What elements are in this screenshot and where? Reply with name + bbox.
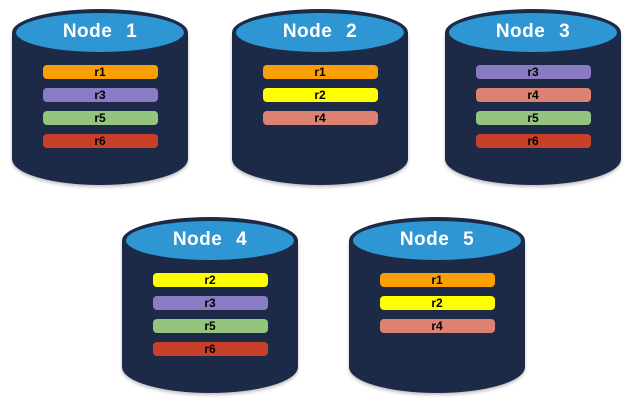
database-node-3: Node 3 r3 r4 r5 r6 bbox=[445, 9, 621, 187]
replica-bar-r1: r1 bbox=[262, 65, 378, 79]
node-label: Node 2 bbox=[282, 21, 358, 42]
replica-bar-r4: r4 bbox=[262, 111, 378, 125]
database-node-5: Node 5 r1 r2 r4 bbox=[349, 217, 525, 395]
database-node-2: Node 2 r1 r2 r4 bbox=[232, 9, 408, 187]
cylinder-top: Node 5 bbox=[349, 217, 525, 264]
replica-bar-list: r1 r2 r4 bbox=[232, 65, 408, 125]
replica-bar-r2: r2 bbox=[379, 296, 495, 310]
cylinder-body bbox=[122, 240, 298, 393]
cylinder-top: Node 2 bbox=[232, 9, 408, 56]
replica-bar-r4: r4 bbox=[475, 88, 591, 102]
cylinder-body bbox=[232, 32, 408, 185]
replica-bar-list: r1 r3 r5 r6 bbox=[12, 65, 188, 148]
replica-bar-list: r2 r3 r5 r6 bbox=[122, 273, 298, 356]
node-label: Node 5 bbox=[399, 229, 475, 250]
node-label: Node 1 bbox=[62, 21, 138, 42]
replica-bar-list: r1 r2 r4 bbox=[349, 273, 525, 333]
replica-bar-r6: r6 bbox=[42, 134, 158, 148]
cylinder-top: Node 3 bbox=[445, 9, 621, 56]
replica-bar-r3: r3 bbox=[152, 296, 268, 310]
replica-bar-r1: r1 bbox=[379, 273, 495, 287]
cylinder-top: Node 1 bbox=[12, 9, 188, 56]
cylinder-body bbox=[445, 32, 621, 185]
replica-bar-r5: r5 bbox=[475, 111, 591, 125]
replica-bar-r5: r5 bbox=[152, 319, 268, 333]
replica-bar-r3: r3 bbox=[475, 65, 591, 79]
replica-bar-list: r3 r4 r5 r6 bbox=[445, 65, 621, 148]
replica-bar-r3: r3 bbox=[42, 88, 158, 102]
cylinder-body bbox=[349, 240, 525, 393]
node-label: Node 4 bbox=[172, 229, 248, 250]
cylinder-top: Node 4 bbox=[122, 217, 298, 264]
replica-bar-r6: r6 bbox=[475, 134, 591, 148]
node-label: Node 3 bbox=[495, 21, 571, 42]
cylinder-body bbox=[12, 32, 188, 185]
replica-bar-r4: r4 bbox=[379, 319, 495, 333]
database-node-1: Node 1 r1 r3 r5 r6 bbox=[12, 9, 188, 187]
replica-bar-r1: r1 bbox=[42, 65, 158, 79]
replica-bar-r5: r5 bbox=[42, 111, 158, 125]
database-node-4: Node 4 r2 r3 r5 r6 bbox=[122, 217, 298, 395]
replica-bar-r2: r2 bbox=[262, 88, 378, 102]
replica-bar-r6: r6 bbox=[152, 342, 268, 356]
replica-bar-r2: r2 bbox=[152, 273, 268, 287]
